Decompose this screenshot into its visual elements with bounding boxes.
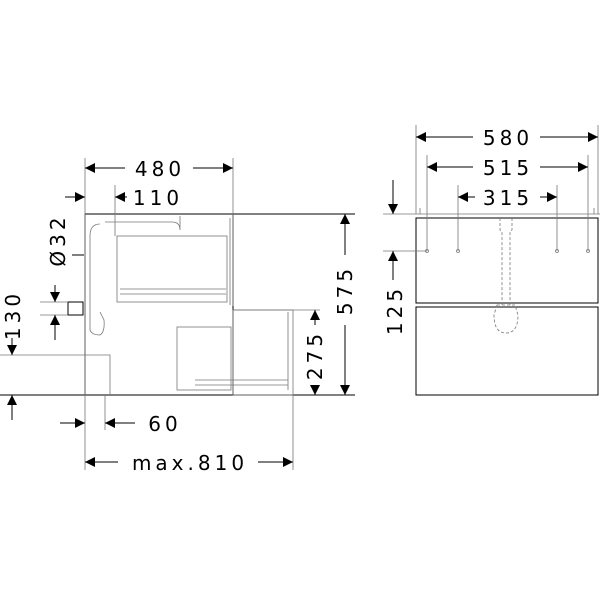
- dim-label-275: 275: [303, 330, 327, 380]
- dim-label-580: 580: [483, 126, 533, 150]
- dim-label-515: 515: [483, 156, 533, 180]
- dim-label-125: 125: [383, 285, 407, 335]
- dim-label-diameter-32: Ø32: [46, 213, 70, 266]
- dim-label-60: 60: [148, 412, 181, 436]
- mounting-holes: [425, 249, 590, 253]
- dim-label-130: 130: [1, 290, 25, 340]
- dim-label-575: 575: [333, 265, 357, 315]
- front-view: 580 515 315 125: [383, 125, 600, 396]
- cabinet-front-outline: [383, 125, 600, 396]
- dim-label-110: 110: [133, 186, 183, 210]
- dim-label-width-480: 480: [135, 157, 185, 181]
- cabinet-side-outline: [0, 213, 355, 396]
- dim-label-315: 315: [483, 186, 533, 210]
- dim-label-max-810: max.810: [132, 451, 248, 475]
- side-view: 480 110 Ø32 130 575 275 60 max.810: [0, 157, 357, 475]
